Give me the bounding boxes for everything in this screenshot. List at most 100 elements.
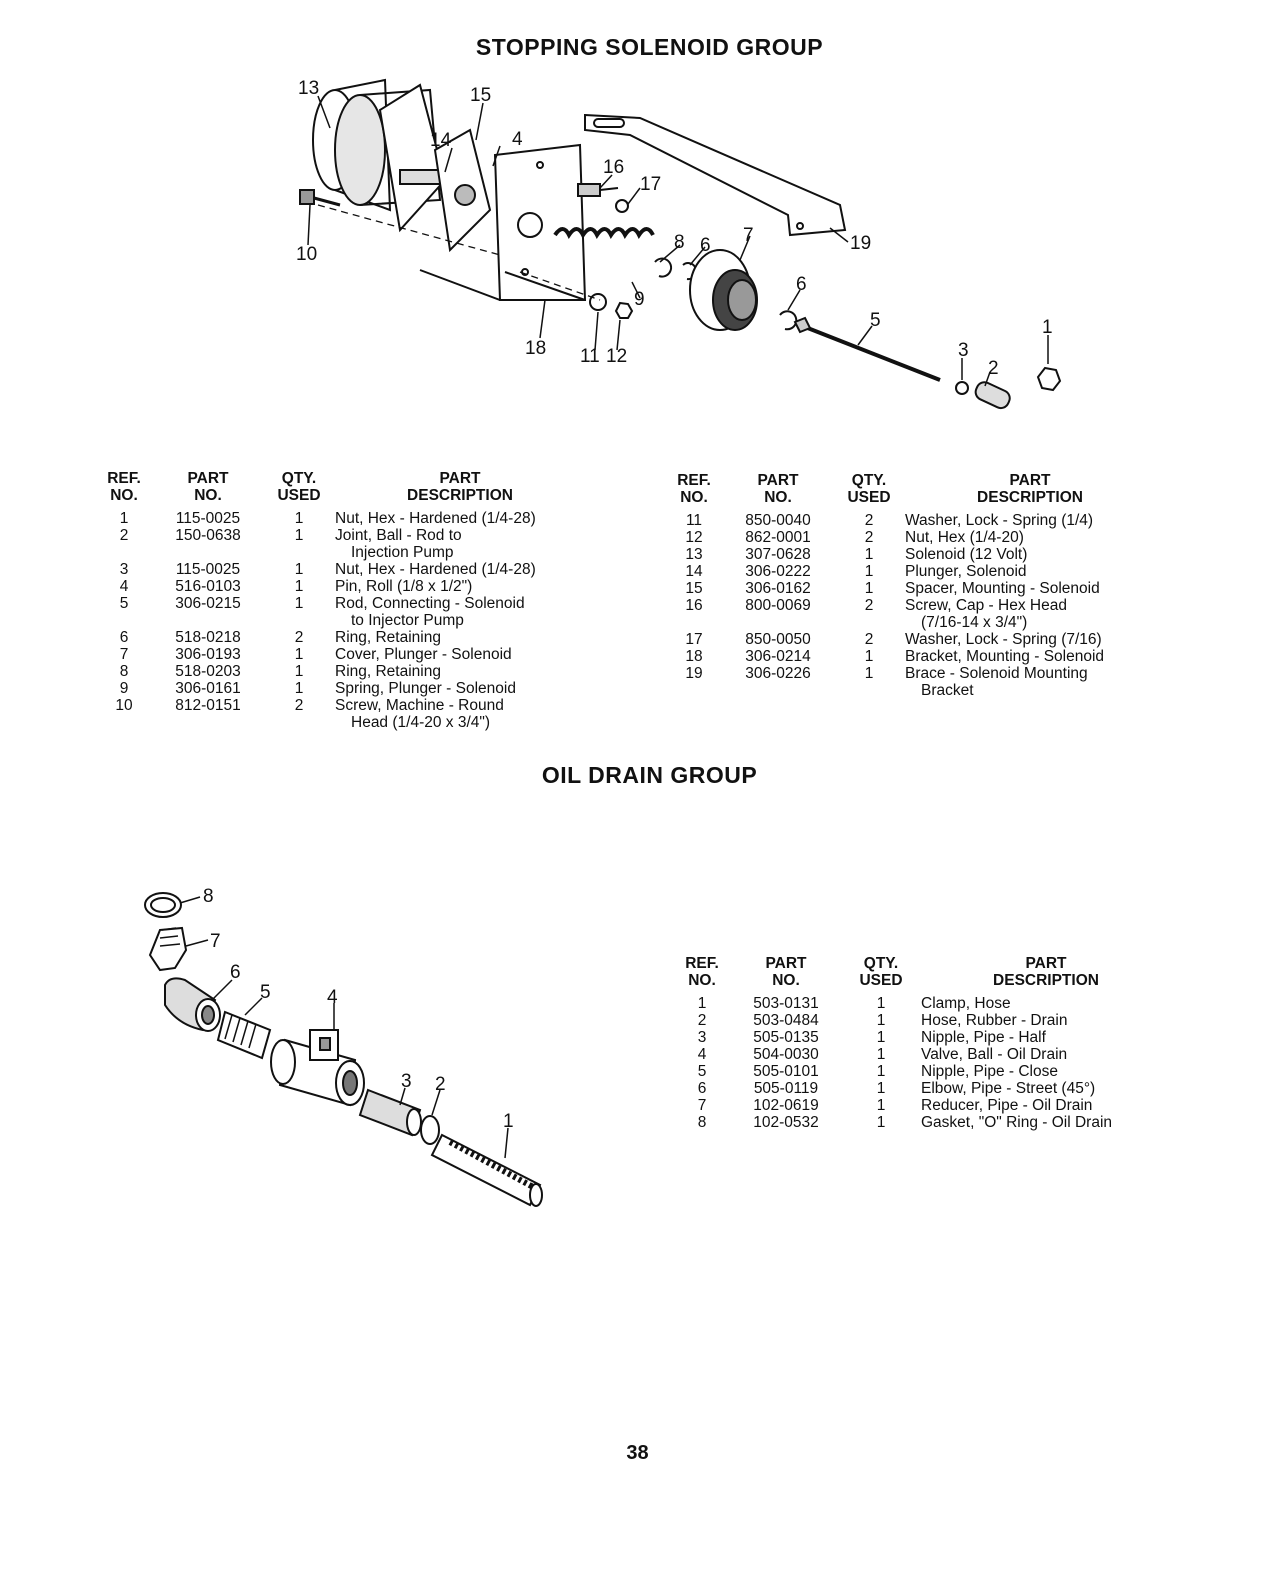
description-line: Ring, Retaining (335, 663, 441, 680)
callout-12: 12 (606, 346, 627, 367)
description-cell: Clamp, Hose (921, 995, 1171, 1012)
description-line: Nut, Hex - Hardened (1/4-28) (335, 510, 536, 527)
description-line: Ring, Retaining (335, 629, 441, 646)
oil-callout-2: 2 (435, 1074, 446, 1095)
description-cell: Washer, Lock - Spring (7/16) (905, 631, 1155, 648)
description-line: Nut, Hex (1/4-20) (905, 529, 1024, 546)
ref-cell: 8 (697, 1114, 707, 1131)
part-number-cell: 518-0203 (175, 663, 241, 680)
part-number-cell: 850-0040 (745, 512, 811, 529)
description-line: Injection Pump (351, 544, 454, 561)
description-line: Elbow, Pipe - Street (45°) (921, 1080, 1096, 1097)
description-cell: Spring, Plunger - Solenoid (335, 680, 585, 697)
description-cell: Hose, Rubber - Drain (921, 1012, 1171, 1029)
description-line: Spacer, Mounting - Solenoid (905, 580, 1100, 597)
description-line: Bracket, Mounting - Solenoid (905, 648, 1105, 665)
ref-cell: 18 (685, 648, 703, 665)
part-number-cell: 505-0101 (753, 1063, 819, 1080)
ref-cell: 9 (119, 680, 129, 697)
col-ref-header: REF.NO. (677, 472, 711, 506)
part-number-cell: 504-0030 (753, 1046, 819, 1063)
description-line: Screw, Cap - Hex Head (905, 597, 1067, 614)
description-cell: Plunger, Solenoid (905, 563, 1155, 580)
description-cell: Spacer, Mounting - Solenoid (905, 580, 1155, 597)
callout-16: 16 (603, 157, 624, 178)
ref-cell: 5 (697, 1063, 707, 1080)
part-number-cell: 306-0215 (175, 595, 241, 612)
qty-cell: 1 (294, 663, 304, 680)
stopping-solenoid-diagram: 13 15 14 4 16 17 10 8 6 7 19 9 18 11 12 … (296, 78, 1062, 410)
col-qty-header: QTY.USED (859, 955, 903, 989)
description-cell: Nipple, Pipe - Close (921, 1063, 1171, 1080)
stopping-solenoid-title: STOPPING SOLENOID GROUP (475, 34, 824, 60)
ref-cell: 7 (119, 646, 129, 663)
callout-5: 5 (870, 310, 881, 331)
description-cell: Ring, Retaining (335, 629, 585, 646)
oil-callout-4: 4 (327, 987, 338, 1008)
part-number-cell: 306-0161 (175, 680, 241, 697)
callout-14: 14 (430, 130, 452, 151)
col-ref-header: REF.NO. (107, 470, 141, 504)
qty-cell: 1 (876, 1046, 886, 1063)
description-line: Hose, Rubber - Drain (921, 1012, 1068, 1029)
ref-cell: 7 (697, 1097, 707, 1114)
callout-18: 18 (525, 338, 546, 359)
description-cell: Valve, Ball - Oil Drain (921, 1046, 1171, 1063)
ref-cell: 8 (119, 663, 129, 680)
part-number-cell: 850-0050 (745, 631, 811, 648)
description-line: Reducer, Pipe - Oil Drain (921, 1097, 1093, 1114)
qty-cell: 1 (864, 665, 874, 682)
qty-cell: 2 (294, 697, 304, 714)
ref-cell: 11 (685, 512, 703, 529)
oil-callout-1: 1 (503, 1111, 514, 1132)
qty-cell: 1 (294, 578, 304, 595)
qty-cell: 1 (294, 510, 304, 527)
callout-7: 7 (743, 225, 754, 246)
description-line: Rod, Connecting - Solenoid (335, 595, 525, 612)
oil-callout-6: 6 (230, 962, 241, 983)
part-number-cell: 306-0162 (745, 580, 811, 597)
description-line: Plunger, Solenoid (905, 563, 1027, 580)
part-number-cell: 503-0484 (753, 1012, 819, 1029)
callout-17: 17 (640, 174, 661, 195)
ref-cell: 2 (697, 1012, 707, 1029)
part-number-cell: 150-0638 (175, 527, 241, 544)
table-row: 8 518-0203 1 Ring, Retaining (95, 663, 585, 680)
oil-drain-title: OIL DRAIN GROUP (541, 762, 758, 788)
description-line: Gasket, "O" Ring - Oil Drain (921, 1114, 1113, 1131)
description-line: Brace - Solenoid Mounting (905, 665, 1088, 682)
part-number-cell: 306-0193 (175, 646, 241, 663)
description-line: Solenoid (12 Volt) (905, 546, 1028, 563)
ref-cell: 17 (685, 631, 703, 648)
part-number-cell: 505-0119 (753, 1080, 819, 1097)
part-number-cell: 115-0025 (175, 561, 241, 578)
qty-cell: 2 (294, 629, 304, 646)
qty-cell: 1 (864, 546, 874, 563)
description-line: Nipple, Pipe - Close (921, 1063, 1058, 1080)
part-number-cell: 503-0131 (753, 995, 819, 1012)
